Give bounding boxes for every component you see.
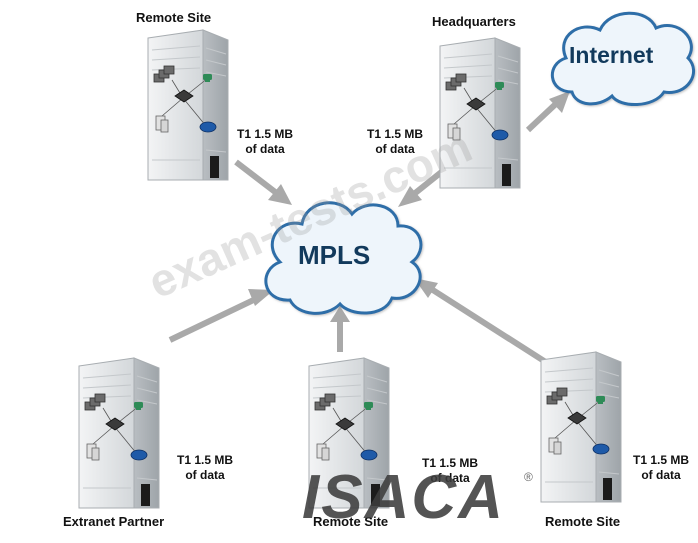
site-label-headquarters: Headquarters: [432, 14, 516, 29]
link-desc: of data: [430, 471, 470, 485]
arrow-hq-to-mpls: [398, 167, 446, 207]
site-label-remote-center: Remote Site: [313, 514, 389, 529]
arrow-remote-right-to-mpls: [414, 278, 557, 371]
site-label-remote-top: Remote Site: [136, 10, 212, 25]
arrow-extranet-to-mpls: [168, 289, 274, 343]
link-speed: T1 1.5 MB: [421, 456, 478, 470]
site-label-remote-right: Remote Site: [545, 514, 621, 529]
internet-cloud-icon: [550, 11, 695, 107]
site-label-extranet: Extranet Partner: [63, 514, 165, 529]
link-speed: T1 1.5 MB: [176, 453, 233, 467]
isaca-watermark: ISACA: [302, 463, 505, 532]
link-label-extranet: T1 1.5 MB of data: [160, 453, 250, 483]
link-desc: of data: [185, 468, 225, 482]
link-label-remote-center: T1 1.5 MB of data: [405, 456, 495, 486]
link-label-remote-right: T1 1.5 MB of data: [616, 453, 698, 483]
mpls-label: MPLS: [298, 240, 371, 270]
building-remote-top: [147, 29, 229, 181]
link-desc: of data: [375, 142, 415, 156]
link-speed: T1 1.5 MB: [236, 127, 293, 141]
mpls-cloud-icon: [264, 201, 423, 315]
link-label-headquarters: T1 1.5 MB of data: [350, 127, 440, 157]
link-desc: of data: [641, 468, 681, 482]
registered-mark: ®: [524, 470, 533, 484]
arrow-remote-center-to-mpls: [330, 306, 350, 352]
arrow-remote-top-to-mpls: [234, 159, 292, 205]
link-label-remote-top: T1 1.5 MB of data: [220, 127, 310, 157]
arrow-hq-to-internet: [525, 91, 570, 133]
internet-label: Internet: [569, 42, 654, 68]
link-speed: T1 1.5 MB: [366, 127, 423, 141]
link-desc: of data: [245, 142, 285, 156]
building-remote-right: [540, 351, 622, 503]
building-extranet: [78, 357, 160, 509]
link-speed: T1 1.5 MB: [632, 453, 689, 467]
